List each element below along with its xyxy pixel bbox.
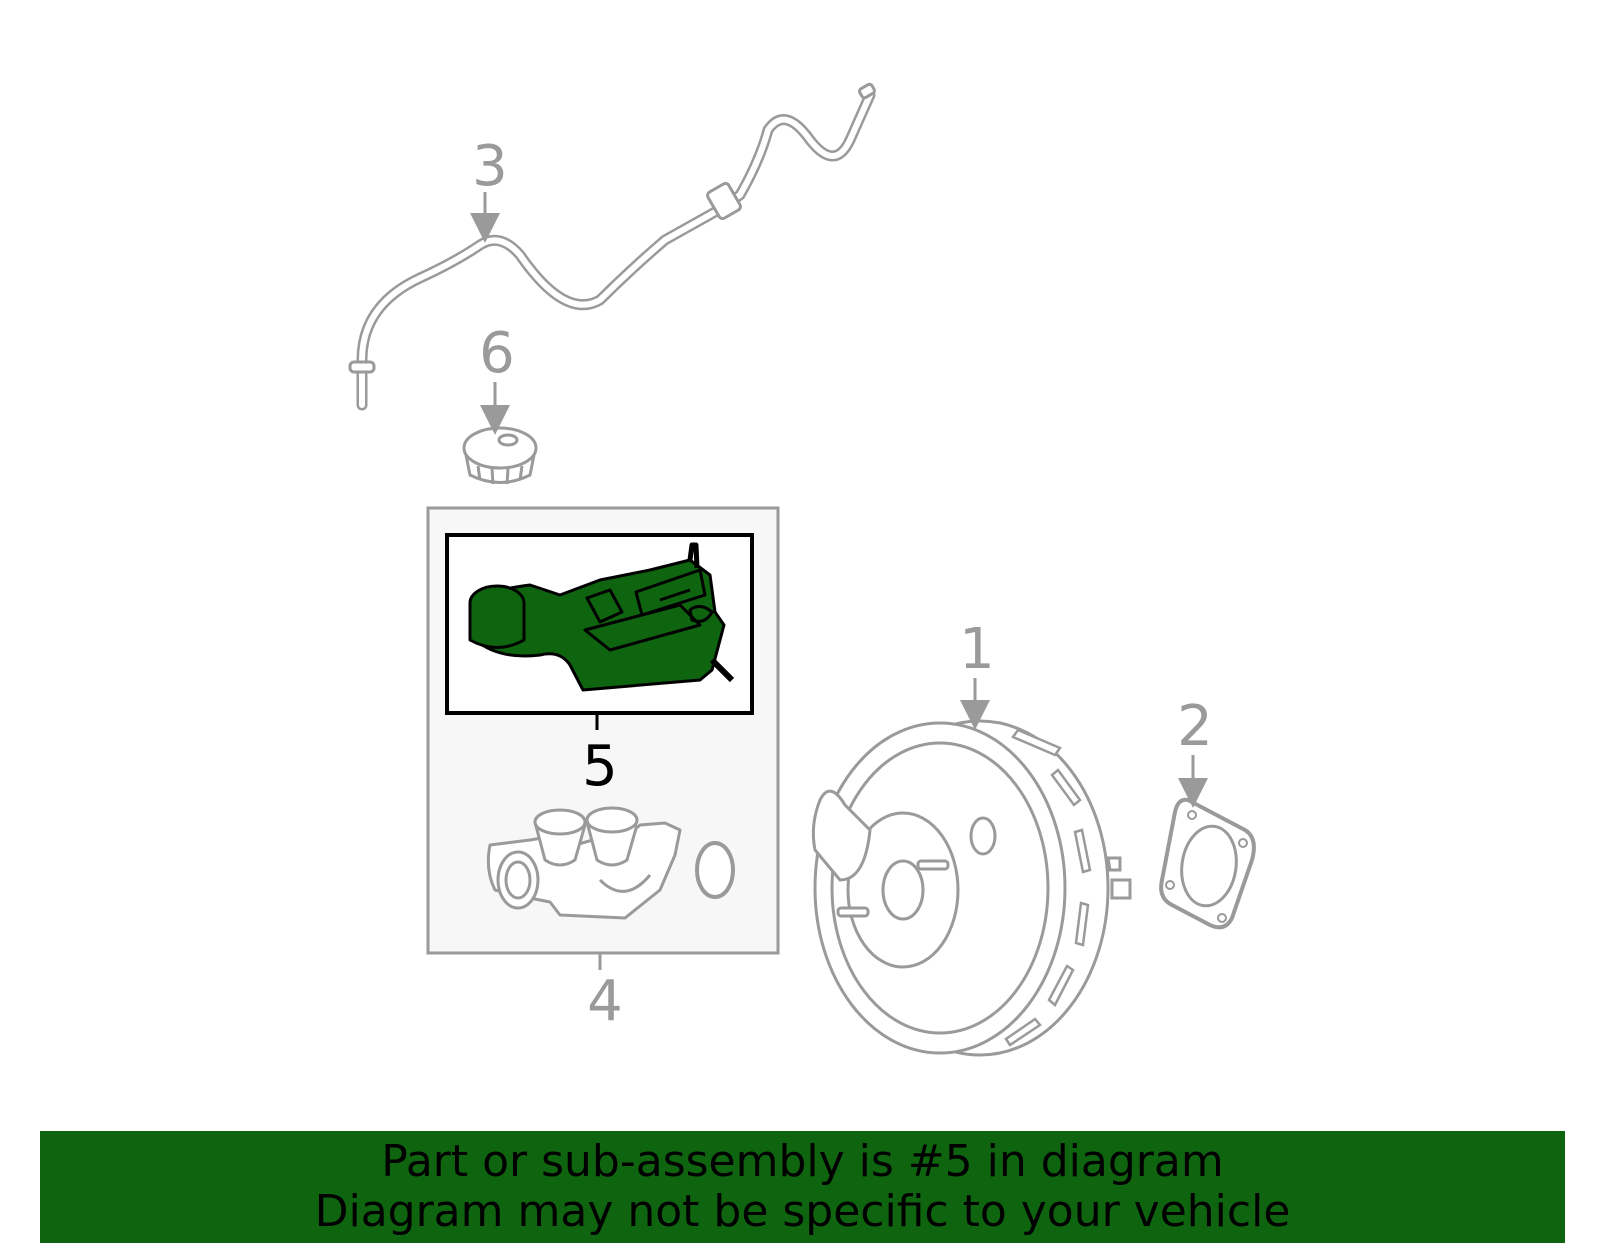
part-6-reservoir-cap[interactable] (462, 426, 538, 485)
callout-5: 5 (582, 734, 618, 799)
master-cylinder-body[interactable] (486, 806, 682, 920)
part-5-brake-fluid-reservoir[interactable] (468, 542, 735, 692)
o-ring[interactable] (695, 841, 735, 899)
part-2-gasket[interactable] (1159, 797, 1256, 930)
info-banner: Part or sub-assembly is #5 in diagram Di… (40, 1131, 1565, 1243)
banner-line-1: Part or sub-assembly is #5 in diagram (381, 1136, 1224, 1187)
callout-2: 2 (1177, 694, 1213, 759)
booster-ribs (1004, 728, 1092, 1047)
callout-4: 4 (587, 969, 623, 1034)
callout-6: 6 (479, 321, 515, 386)
callout-3: 3 (472, 134, 508, 199)
callout-1: 1 (959, 617, 995, 682)
banner-line-2: Diagram may not be specific to your vehi… (314, 1186, 1291, 1237)
part-1-brake-booster[interactable] (811, 719, 1132, 1057)
part-3-brake-line[interactable] (348, 82, 876, 411)
